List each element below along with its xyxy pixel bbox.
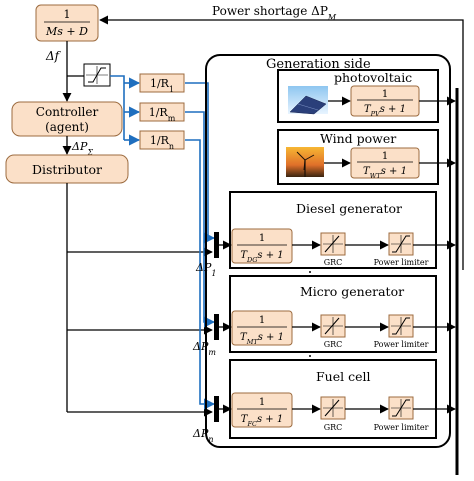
svg-text:1: 1 [259, 233, 265, 244]
controller-block: Controller (agent) [11, 101, 123, 137]
svg-text:1/R1: 1/R1 [150, 77, 174, 94]
pv-panel: photovoltaic 1 TPVs + 1 [277, 69, 456, 123]
svg-text:GRC: GRC [324, 258, 343, 267]
generation-side-panel: Generation side [205, 54, 451, 448]
svg-text:1: 1 [259, 397, 265, 408]
svg-text:1: 1 [64, 8, 71, 21]
wind-turbine-image [286, 147, 324, 177]
swing-equation-block: 1 Ms + D [35, 4, 99, 42]
svg-text:TPVs + 1: TPVs + 1 [364, 104, 406, 118]
wind-panel: Wind power 1 TWTs + 1 [277, 129, 456, 185]
droop-block-1: 1/R1 [139, 73, 185, 94]
svg-text:GRC: GRC [324, 340, 343, 349]
svg-text:(agent): (agent) [45, 120, 89, 134]
generation-side-label: Generation side [266, 57, 371, 72]
micro-generator-panel: Micro generator 1 TMTs + 1 GRC Power lim… [192, 275, 456, 357]
svg-text:Controller: Controller [36, 105, 99, 119]
droop-block-n: 1/Rn [139, 130, 185, 151]
svg-text:TWTs + 1: TWTs + 1 [363, 166, 407, 180]
svg-text:TMTs + 1: TMTs + 1 [240, 332, 284, 346]
svg-text:Distributor: Distributor [32, 162, 102, 177]
fuel-cell-title: Fuel cell [316, 369, 371, 384]
fuel-cell-panel: Fuel cell 1 TFCs + 1 GRC Power limiter Δ… [192, 359, 456, 444]
pv-title: photovoltaic [334, 70, 412, 85]
diesel-title: Diesel generator [296, 201, 402, 216]
delta-p1-label: ΔP1 [195, 261, 216, 278]
power-shortage-feedback: Power shortage ΔPM [99, 4, 464, 85]
svg-text:1/Rn: 1/Rn [150, 134, 174, 151]
micro-title: Micro generator [300, 284, 404, 299]
svg-text:1: 1 [259, 315, 265, 326]
delta-f-label: Δf [45, 49, 62, 63]
svg-text:1: 1 [382, 151, 388, 162]
diesel-generator-panel: Diesel generator 1 TDGs + 1 GRC Power li… [195, 191, 456, 278]
ellipsis-dots [309, 267, 311, 357]
svg-text:1/Rm: 1/Rm [149, 106, 176, 123]
power-shortage-label: Power shortage ΔPM [212, 4, 337, 22]
deadband-block [83, 63, 111, 87]
solar-panel-image [288, 86, 328, 115]
svg-text:TFCs + 1: TFCs + 1 [241, 414, 283, 428]
wind-title: Wind power [320, 131, 396, 146]
droop-signal-lines [110, 75, 216, 410]
distributor-block: Distributor [5, 154, 129, 184]
svg-text:1: 1 [382, 89, 388, 100]
distributor-outputs [66, 183, 213, 417]
delta-p-sigma-label: ΔPΣ [71, 140, 93, 157]
delta-pn-label: ΔPn [192, 427, 214, 444]
svg-text:Power limiter: Power limiter [374, 423, 429, 432]
droop-block-m: 1/Rm [139, 102, 185, 123]
svg-text:Power limiter: Power limiter [374, 258, 429, 267]
svg-text:GRC: GRC [324, 423, 343, 432]
svg-text:Ms + D: Ms + D [45, 25, 88, 38]
svg-text:Power limiter: Power limiter [374, 340, 429, 349]
delta-pm-label: ΔPm [192, 340, 216, 357]
svg-text:TDGs + 1: TDGs + 1 [240, 250, 283, 264]
